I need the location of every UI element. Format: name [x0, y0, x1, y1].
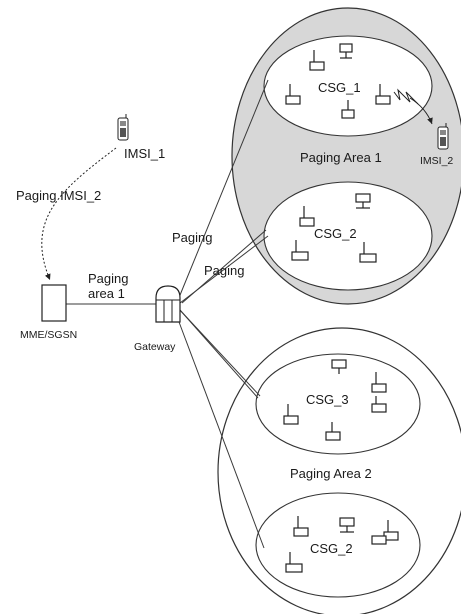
- csg-1-ap-2: [339, 43, 353, 59]
- csg-2-upper-label: CSG_2: [314, 226, 357, 241]
- csg-3-ap-3: [283, 404, 299, 425]
- csg-1-oval: [263, 35, 433, 137]
- csg-2-upper-ap-1: [299, 206, 315, 227]
- csg-2-upper-ap-3: [291, 240, 309, 261]
- csg-1-ap-5: [341, 100, 355, 119]
- paging-top-label: Paging: [172, 230, 212, 245]
- csg-2-lower-label: CSG_2: [310, 541, 353, 556]
- csg-3-ap-2: [371, 372, 387, 393]
- csg-2-upper-ap-4: [359, 242, 377, 263]
- paging-area-2-label: Paging Area 2: [290, 466, 372, 481]
- csg-2-upper-oval: [263, 181, 433, 291]
- csg-3-ap-5: [325, 422, 341, 441]
- imsi-1-label: IMSI_1: [124, 146, 165, 161]
- paging-area-1-label: Paging Area 1: [300, 150, 382, 165]
- csg-2-lower-ap-1: [293, 516, 309, 537]
- gateway-icon: [155, 285, 181, 323]
- csg-1-ap-4: [375, 84, 391, 105]
- gateway-links: [175, 79, 269, 549]
- radio-link-icon: [393, 88, 419, 105]
- csg-1-label: CSG_1: [318, 80, 361, 95]
- mme-sgsn-icon: [41, 284, 67, 322]
- radio-link-arrow: [409, 97, 433, 125]
- mme-sgsn-label: MME/SGSN: [20, 329, 77, 341]
- csg-2-lower-ap-4: [371, 535, 387, 545]
- csg-2-upper-ap-2: [355, 193, 371, 209]
- csg-1-ap-3: [285, 84, 301, 105]
- csg-1-ap-1: [309, 50, 325, 71]
- gateway-label: Gateway: [134, 341, 176, 353]
- imsi-2-label: IMSI_2: [420, 155, 453, 167]
- csg-3-oval: [255, 353, 421, 455]
- paging-area-link-label-line1: Paging: [88, 271, 128, 286]
- paging-mid-label: Paging: [204, 263, 244, 278]
- csg-3-ap-4: [371, 396, 387, 413]
- paging-area-link-label-line2: area 1: [88, 286, 125, 301]
- paging-imsi-2-label: Paging IMSI_2: [16, 188, 101, 203]
- csg-3-ap-1: [331, 359, 347, 374]
- csg-2-lower-ap-2: [339, 517, 355, 533]
- csg-3-label: CSG_3: [306, 392, 349, 407]
- paging-imsi2-arrow: [41, 147, 117, 281]
- phone-imsi-2-icon: [437, 123, 449, 150]
- csg-2-lower-ap-5: [285, 552, 303, 573]
- phone-imsi-1-icon: [117, 114, 129, 141]
